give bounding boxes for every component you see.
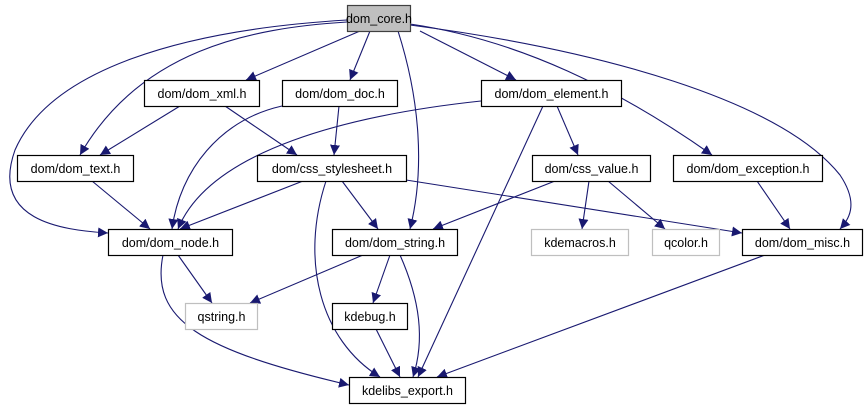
edge-css-value-to-qcolor <box>607 180 666 230</box>
node-dom-string[interactable]: dom/dom_string.h <box>331 228 459 257</box>
node-label: kdemacros.h <box>544 236 616 250</box>
node-box <box>184 302 259 331</box>
node-css-value[interactable]: dom/css_value.h <box>531 154 652 183</box>
edge-dom-node-to-qstring <box>177 254 213 304</box>
edge-dom-core-to-dom-misc <box>409 24 852 230</box>
node-label: dom/css_value.h <box>545 162 639 176</box>
node-label: dom/dom_string.h <box>345 236 445 250</box>
node-box <box>672 154 824 183</box>
node-box <box>480 79 623 108</box>
edge-dom-string-to-kdebug <box>371 254 391 304</box>
node-qstring: qstring.h <box>184 302 259 331</box>
node-box <box>741 228 864 257</box>
edge-dom-element-to-css-value <box>556 105 579 156</box>
node-box <box>331 302 409 331</box>
node-box <box>16 154 135 183</box>
edge-css-stylesheet-to-kdelibs-export <box>314 180 381 378</box>
node-label: dom_core.h <box>346 12 412 26</box>
node-label: dom/dom_exception.h <box>687 162 810 176</box>
node-dom-misc[interactable]: dom/dom_misc.h <box>741 228 864 257</box>
edge-dom-node-to-kdelibs-export <box>160 254 350 388</box>
node-label: dom/dom_doc.h <box>295 87 385 101</box>
node-box <box>281 79 399 108</box>
node-kdelibs-export[interactable]: kdelibs_export.h <box>348 376 467 405</box>
edge-dom-xml-to-css-stylesheet <box>224 105 298 156</box>
node-label: dom/dom_text.h <box>31 162 121 176</box>
node-label: dom/dom_misc.h <box>755 236 850 250</box>
edge-dom-core-to-dom-text <box>79 21 348 156</box>
edge-dom-core-to-dom-doc <box>349 30 371 81</box>
node-label: dom/dom_element.h <box>495 87 609 101</box>
edge-dom-element-to-dom-node <box>177 100 482 230</box>
node-label: kdelibs_export.h <box>362 384 453 398</box>
node-label: dom/dom_node.h <box>122 236 219 250</box>
node-box <box>331 228 459 257</box>
node-box <box>530 228 630 257</box>
edges-layer <box>9 19 852 388</box>
node-box <box>107 228 234 257</box>
edge-dom-core-to-dom-xml <box>245 30 361 81</box>
edge-kdebug-to-kdelibs-export <box>375 328 401 378</box>
node-label: qcolor.h <box>664 236 708 250</box>
edge-dom-exception-to-dom-misc <box>756 180 791 230</box>
node-dom-exception[interactable]: dom/dom_exception.h <box>672 154 824 183</box>
edge-dom-core-to-dom-string <box>397 30 420 230</box>
node-label: dom/dom_xml.h <box>158 87 247 101</box>
edge-dom-string-to-qstring <box>249 254 364 304</box>
node-qcolor: qcolor.h <box>651 228 721 257</box>
edge-dom-doc-to-dom-node <box>168 105 283 230</box>
node-dom-element[interactable]: dom/dom_element.h <box>480 79 623 108</box>
edge-dom-misc-to-kdelibs-export <box>436 254 766 379</box>
node-css-stylesheet[interactable]: dom/css_stylesheet.h <box>256 154 408 183</box>
edge-dom-core-to-dom-element <box>419 30 517 81</box>
edge-dom-element-to-kdelibs-export <box>417 105 544 378</box>
node-dom-core[interactable]: dom_core.h <box>346 4 412 33</box>
edge-dom-core-to-dom-exception <box>409 23 713 156</box>
node-box <box>651 228 721 257</box>
edge-css-stylesheet-to-dom-string <box>341 180 379 230</box>
node-box <box>348 376 467 405</box>
edge-dom-xml-to-dom-text <box>99 105 181 156</box>
node-box <box>531 154 652 183</box>
node-box <box>143 79 261 108</box>
node-dom-doc[interactable]: dom/dom_doc.h <box>281 79 399 108</box>
node-label: kdebug.h <box>344 310 395 324</box>
node-dom-xml[interactable]: dom/dom_xml.h <box>143 79 261 108</box>
edge-css-value-to-kdemacros <box>578 180 590 230</box>
node-dom-node[interactable]: dom/dom_node.h <box>107 228 234 257</box>
node-label: dom/css_stylesheet.h <box>272 162 392 176</box>
node-dom-text[interactable]: dom/dom_text.h <box>16 154 135 183</box>
edge-dom-string-to-kdelibs-export <box>399 254 421 378</box>
edge-dom-doc-to-css-stylesheet <box>330 105 340 156</box>
node-label: qstring.h <box>198 310 246 324</box>
edge-dom-text-to-dom-node <box>91 180 151 230</box>
node-kdebug[interactable]: kdebug.h <box>331 302 409 331</box>
edge-css-stylesheet-to-dom-node <box>179 180 304 231</box>
node-box <box>256 154 408 183</box>
edge-css-value-to-dom-string <box>432 180 556 230</box>
node-kdemacros: kdemacros.h <box>530 228 630 257</box>
nodes-layer: dom_core.h dom/dom_xml.h dom/dom_doc.h dom/… <box>16 4 864 405</box>
edge-dom-core-to-dom-node <box>9 19 348 238</box>
node-box <box>346 4 412 33</box>
edge-css-stylesheet-to-dom-misc <box>405 179 743 237</box>
